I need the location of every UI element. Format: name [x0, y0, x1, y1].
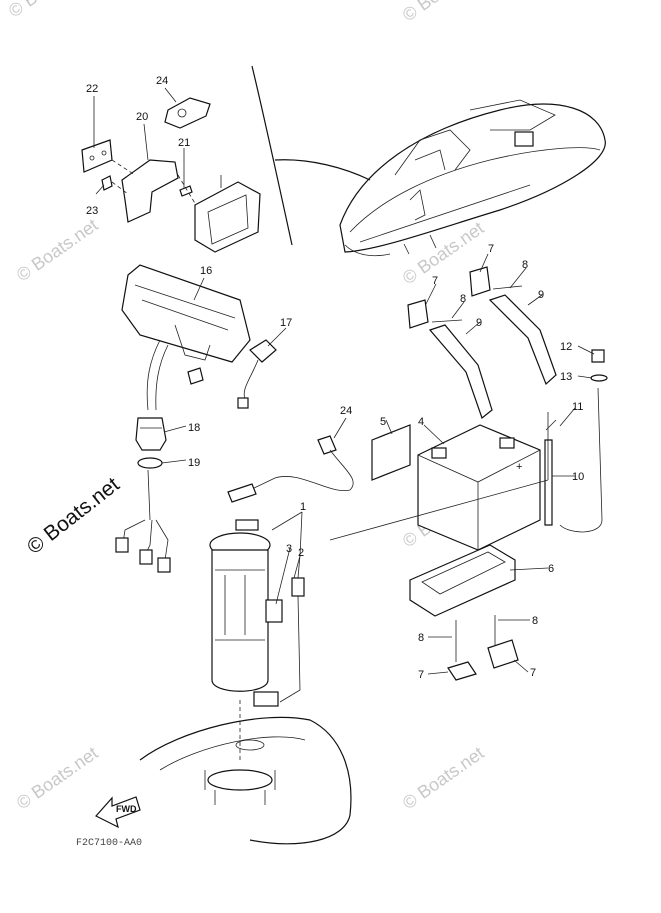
- callout-15[interactable]: 17: [280, 317, 292, 329]
- callout-22[interactable]: 24: [340, 405, 352, 417]
- watermark-mid-left: © Boats.net: [13, 215, 102, 285]
- grommet: [101, 175, 113, 191]
- callout-7-bottom-left[interactable]: 7: [418, 669, 424, 681]
- callout-18[interactable]: 20: [136, 111, 148, 123]
- fwd-arrow: FWD: [95, 796, 141, 829]
- bottom-bracket-left: [447, 661, 477, 681]
- pump-connector: [253, 691, 279, 707]
- vent-fitting: [591, 349, 605, 363]
- sensor-plug: [317, 435, 337, 455]
- callout-7-left[interactable]: 7: [432, 275, 438, 287]
- battery-assembly: +: [329, 266, 608, 681]
- callout-9-right[interactable]: 9: [538, 289, 544, 301]
- battery-band-right: [488, 294, 557, 386]
- callout-8-right[interactable]: 8: [522, 259, 528, 271]
- fuel-pump-outlet: [235, 519, 259, 531]
- fuel-tank: [139, 716, 352, 845]
- harness-connector-c: [157, 557, 171, 573]
- leader-lines: [93, 87, 595, 675]
- callout-7-right[interactable]: 7: [488, 243, 494, 255]
- battery-band-left: [428, 324, 493, 419]
- watermark-top-right: © Boats.net: [399, 0, 488, 25]
- tank-opening: [207, 769, 273, 791]
- battery: [417, 424, 541, 551]
- watermark-bottom-left: © Boats.net: [13, 743, 102, 813]
- breather-hose: [544, 439, 553, 526]
- watermark-strong: © Boats.net: [23, 473, 124, 559]
- fuel-gauge-sender: [291, 577, 305, 597]
- callout-13[interactable]: 13: [560, 371, 572, 383]
- callout-19[interactable]: 21: [178, 137, 190, 149]
- hull-seat-block: [514, 131, 534, 147]
- callout-14[interactable]: 16: [200, 265, 212, 277]
- callout-23[interactable]: 24: [156, 75, 168, 87]
- callout-8-left[interactable]: 8: [460, 293, 466, 305]
- callout-20[interactable]: 22: [86, 83, 98, 95]
- holder-bracket: [121, 159, 179, 223]
- fuel-pump-assembly: [209, 435, 354, 760]
- callout-12[interactable]: 12: [560, 341, 572, 353]
- fwd-label: FWD: [116, 804, 137, 814]
- meter-unit: [121, 264, 251, 363]
- harness-connector-b: [139, 549, 153, 565]
- callout-16[interactable]: 18: [188, 422, 200, 434]
- callout-5[interactable]: 5: [380, 416, 386, 428]
- bottom-bracket-right: [487, 639, 519, 669]
- rubber-cap: [135, 417, 167, 451]
- screw: [179, 185, 193, 197]
- drawing-code: F2C7100-AA0: [76, 838, 142, 849]
- callout-2[interactable]: 2: [298, 547, 304, 559]
- battery-terminal-neg: [431, 447, 447, 459]
- buzzer: [249, 339, 277, 363]
- sensor-tip: [227, 483, 257, 503]
- callout-3[interactable]: 3: [286, 543, 292, 555]
- battery-box: [409, 544, 516, 617]
- callout-8-bottom-right[interactable]: 8: [532, 615, 538, 627]
- callout-7-bottom-right[interactable]: 7: [530, 667, 536, 679]
- harness-connector-a: [115, 537, 129, 553]
- callout-21[interactable]: 23: [86, 205, 98, 217]
- receiver-unit: [194, 181, 261, 253]
- meter-assembly: [121, 264, 277, 411]
- callout-6[interactable]: 6: [548, 563, 554, 575]
- callout-9-left[interactable]: 9: [476, 317, 482, 329]
- warning-label: [371, 424, 411, 481]
- callout-4[interactable]: 4: [418, 416, 424, 428]
- fwd-arrow-icon: [95, 796, 141, 829]
- fuel-pump-body: [211, 549, 269, 692]
- callout-17[interactable]: 19: [188, 457, 200, 469]
- harness-assembly: [115, 417, 171, 573]
- callout-1[interactable]: 1: [300, 501, 306, 513]
- vent-clip: [590, 374, 608, 382]
- bracket-plate: [81, 139, 113, 173]
- callout-10[interactable]: 10: [572, 471, 584, 483]
- battery-plus-sign: +: [516, 461, 522, 473]
- callouts: 22 24 20 21 23 16 17 18 19 24 5 4 7 7 8 …: [86, 75, 584, 681]
- watercraft-hull: [339, 99, 606, 257]
- callout-11[interactable]: 11: [572, 401, 583, 413]
- watermark-bottom-right: © Boats.net: [399, 743, 488, 813]
- remote-control-assembly: [81, 97, 261, 253]
- separator-curve: [251, 65, 293, 246]
- sender-unit: [265, 599, 283, 623]
- buzzer-connector: [237, 397, 249, 409]
- hull-leader-curve: [274, 159, 371, 181]
- battery-terminal-pos: [499, 437, 515, 449]
- band-clamp: [137, 457, 163, 469]
- callout-8-bottom-left[interactable]: 8: [418, 632, 424, 644]
- meter-connector: [187, 367, 204, 385]
- watermark-top-left: © Boats.net: [5, 0, 94, 21]
- key-fob: [164, 97, 211, 129]
- band-bracket-left: [407, 299, 429, 329]
